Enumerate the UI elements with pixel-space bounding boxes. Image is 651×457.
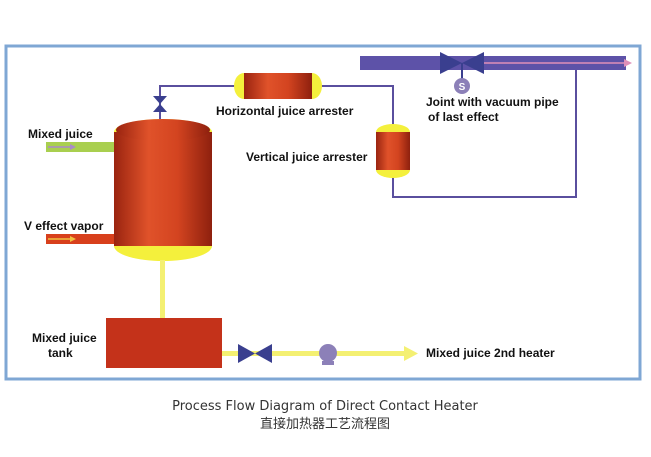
- vessel-drain-pipe: [160, 260, 165, 318]
- vacuum-pump-icon: [454, 78, 470, 94]
- outlet-label: Mixed juice 2nd heater: [426, 346, 555, 360]
- direct-contact-heater-vessel: [114, 119, 212, 261]
- caption-english: Process Flow Diagram of Direct Contact H…: [172, 399, 478, 414]
- vapor-inlet-pipe: [46, 234, 118, 244]
- mixed-juice-inlet-pipe: [46, 142, 118, 152]
- vacuum-joint-label-line2: of last effect: [428, 110, 499, 124]
- vertical-juice-arrester: [376, 124, 410, 178]
- v-effect-vapor-label: V effect vapor: [24, 219, 104, 233]
- outlet-pump-icon: [319, 344, 337, 365]
- vacuum-valve-icon: [440, 52, 484, 74]
- caption-chinese: 直接加热器工艺流程图: [260, 416, 390, 432]
- tank-label-line1: Mixed juice: [32, 331, 97, 345]
- vapor-arrowhead: [70, 236, 76, 242]
- horizontal-juice-arrester: [234, 73, 322, 99]
- outlet-valve-icon: [238, 344, 272, 363]
- mixed-juice-arrowhead: [70, 144, 76, 150]
- horizontal-arrester-label: Horizontal juice arrester: [216, 104, 354, 118]
- vertical-arrester-label: Vertical juice arrester: [246, 150, 368, 164]
- vapor-return-line: [392, 70, 577, 198]
- vessel-top-valve-icon: [153, 96, 167, 112]
- tank-label-line2: tank: [48, 346, 73, 360]
- arrester-link-line: [318, 85, 394, 128]
- vacuum-pump-glyph: S: [459, 82, 466, 93]
- vacuum-joint-label-line1: Joint with vacuum pipe: [426, 95, 559, 109]
- mixed-juice-label: Mixed juice: [28, 127, 93, 141]
- mixed-juice-tank: [106, 318, 222, 368]
- vacuum-pipe-arrowhead: [624, 59, 632, 67]
- outlet-arrowhead: [404, 346, 418, 361]
- outlet-pipe: [222, 351, 410, 356]
